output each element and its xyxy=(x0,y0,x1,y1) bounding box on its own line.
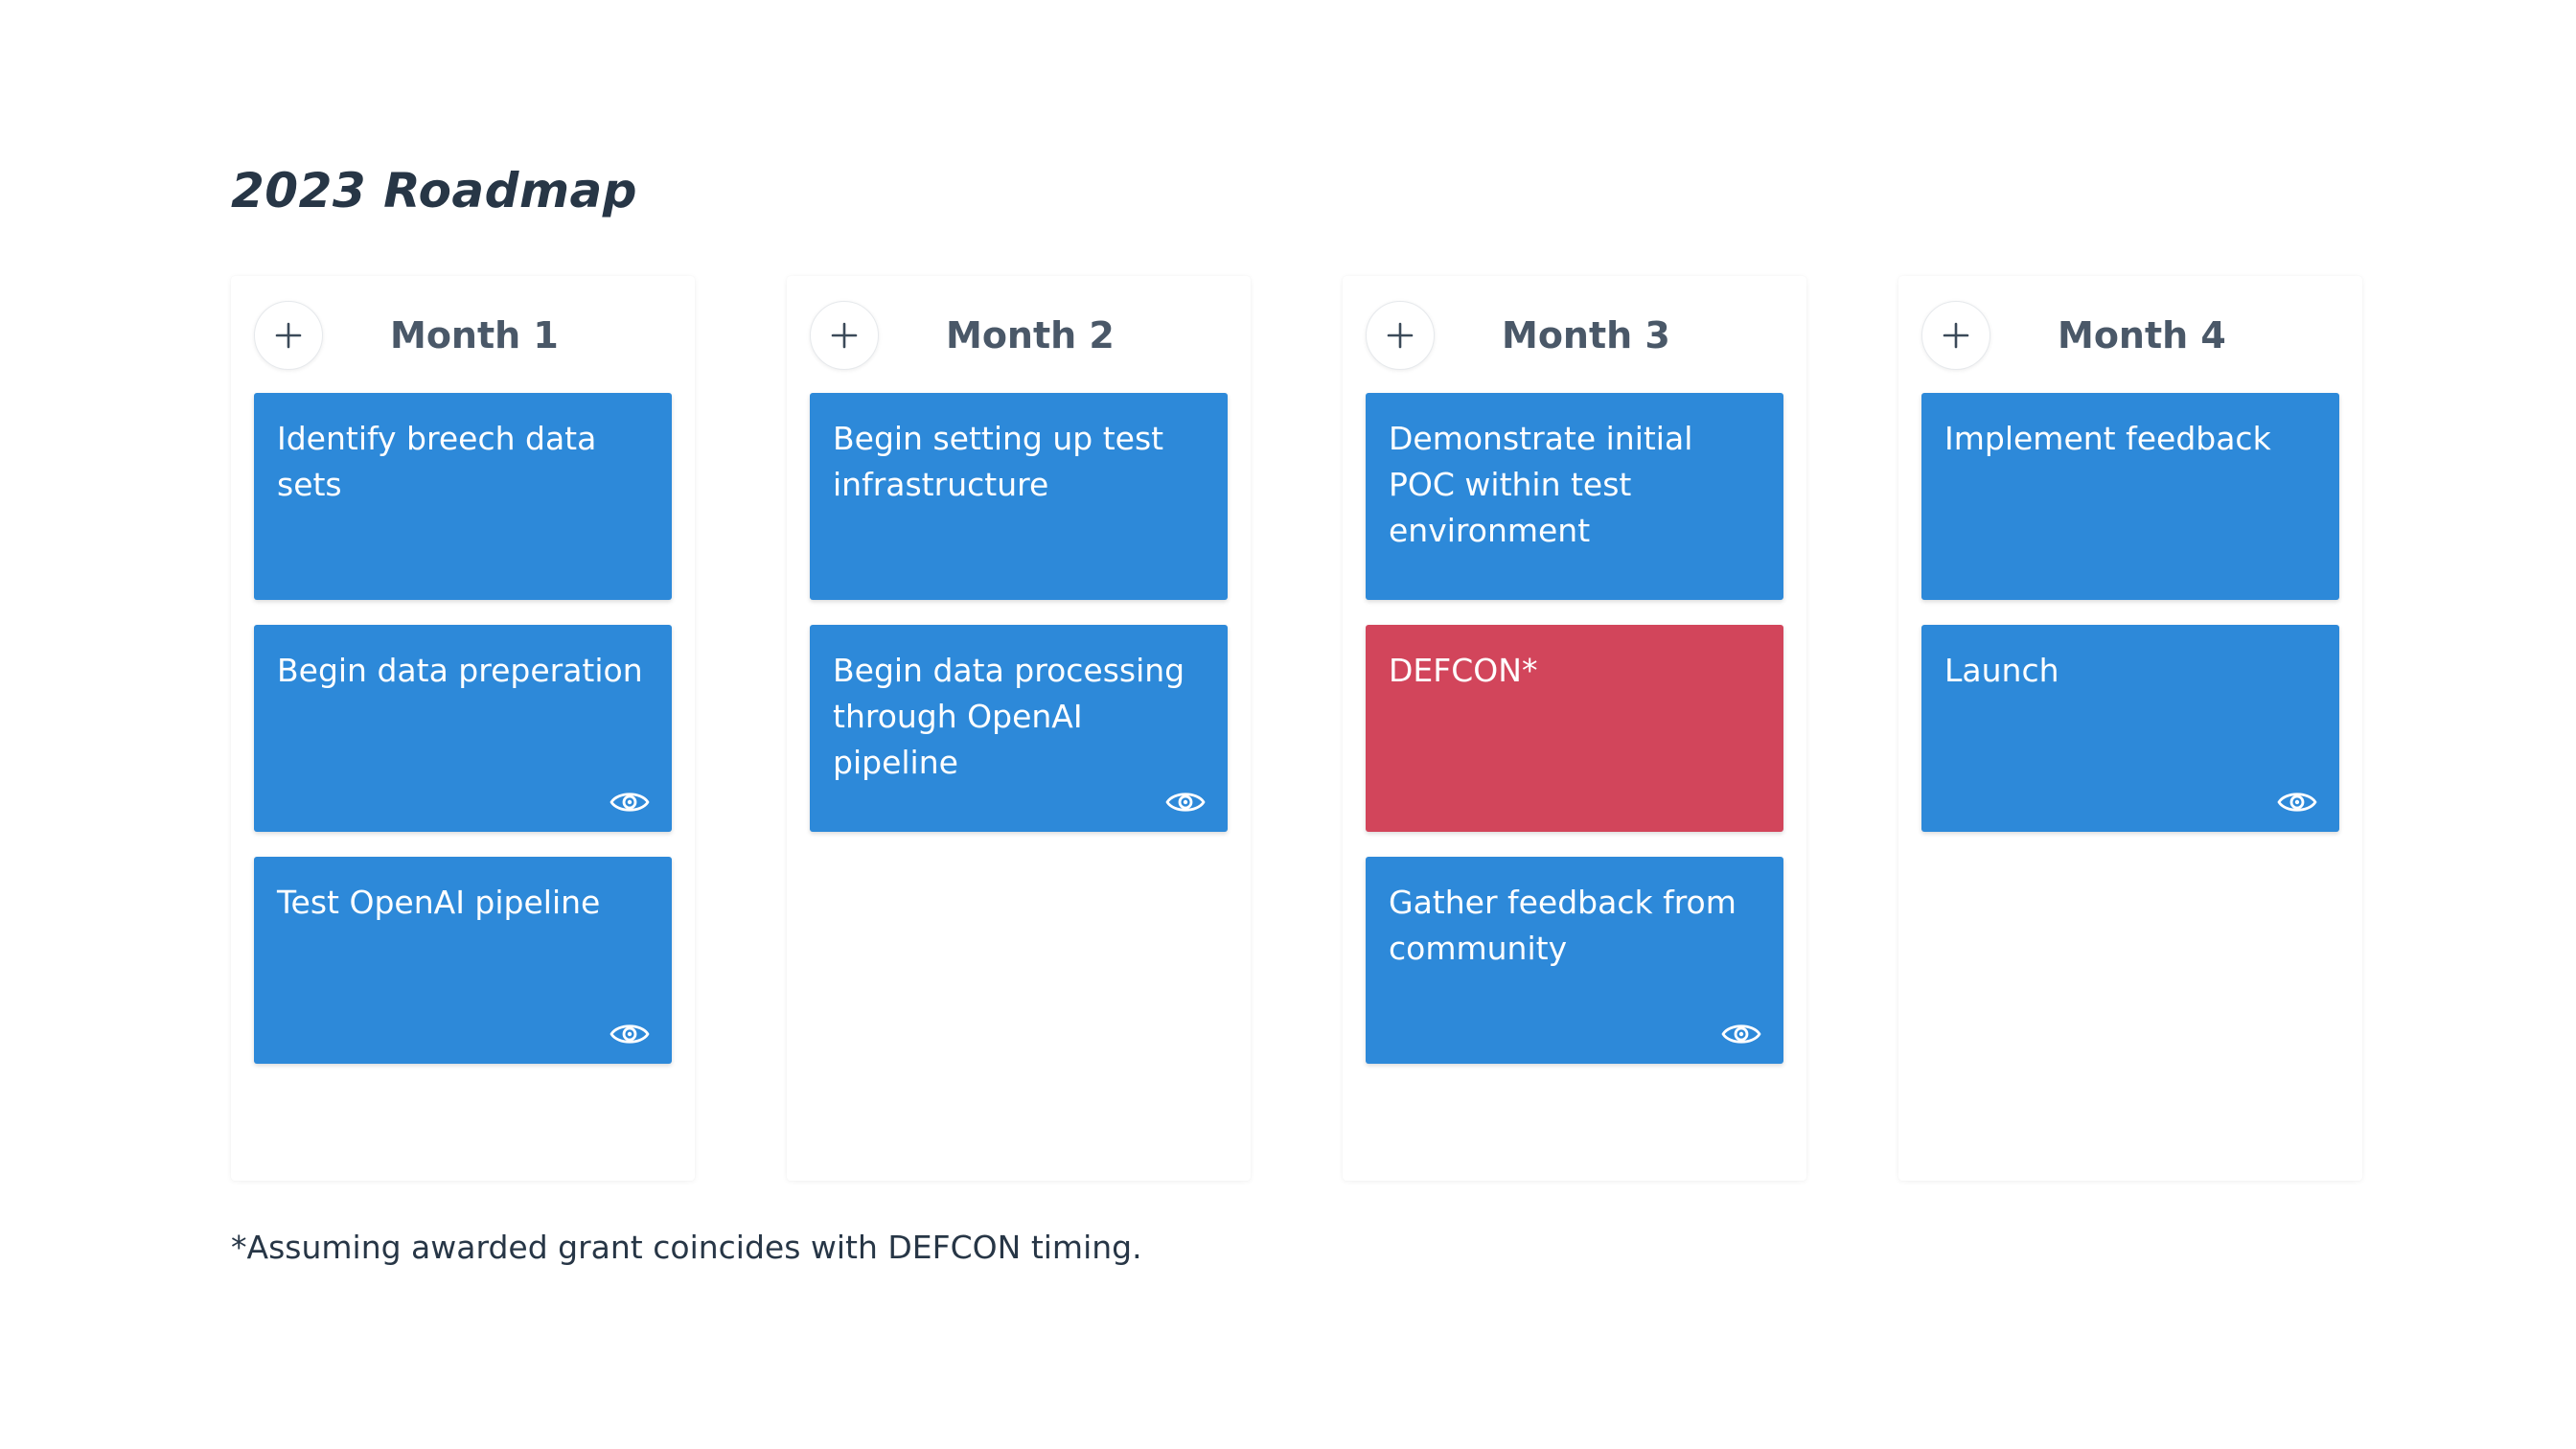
eye-icon[interactable] xyxy=(1720,1020,1762,1048)
column-header: Month 2 xyxy=(810,301,1228,370)
card-list: Implement feedback Launch xyxy=(1921,393,2339,832)
roadmap-card[interactable]: Identify breech data sets xyxy=(254,393,672,600)
add-card-button[interactable] xyxy=(254,301,323,370)
card-text: Demonstrate initial POC within test envi… xyxy=(1389,420,1693,549)
column-title: Month 1 xyxy=(390,314,559,356)
plus-icon xyxy=(1387,322,1414,349)
roadmap-card[interactable]: Demonstrate initial POC within test envi… xyxy=(1366,393,1783,600)
plus-icon xyxy=(275,322,302,349)
roadmap-card[interactable]: DEFCON* xyxy=(1366,625,1783,832)
add-card-button[interactable] xyxy=(810,301,879,370)
card-text: Implement feedback xyxy=(1944,420,2271,457)
card-text: Begin data preperation xyxy=(277,652,643,689)
add-card-button[interactable] xyxy=(1366,301,1435,370)
column-month-3: Month 3 Demonstrate initial POC within t… xyxy=(1343,276,1806,1181)
roadmap-card[interactable]: Begin setting up test infrastructure xyxy=(810,393,1228,600)
column-month-4: Month 4 Implement feedback Launch xyxy=(1898,276,2362,1181)
eye-icon[interactable] xyxy=(1164,788,1207,816)
plus-icon xyxy=(831,322,858,349)
column-header: Month 3 xyxy=(1366,301,1783,370)
card-text: Launch xyxy=(1944,652,2059,689)
eye-icon[interactable] xyxy=(609,788,651,816)
card-text: DEFCON* xyxy=(1389,652,1538,689)
column-header: Month 4 xyxy=(1921,301,2339,370)
column-month-1: Month 1 Identify breech data sets Begin … xyxy=(231,276,695,1181)
roadmap-card[interactable]: Test OpenAI pipeline xyxy=(254,857,672,1064)
card-list: Begin setting up test infrastructure Beg… xyxy=(810,393,1228,832)
eye-icon[interactable] xyxy=(609,1020,651,1048)
plus-icon xyxy=(1943,322,1969,349)
roadmap-board: Month 1 Identify breech data sets Begin … xyxy=(231,276,2362,1181)
roadmap-card[interactable]: Begin data processing through OpenAI pip… xyxy=(810,625,1228,832)
page-title: 2023 Roadmap xyxy=(231,163,638,218)
roadmap-card[interactable]: Implement feedback xyxy=(1921,393,2339,600)
column-title: Month 3 xyxy=(1502,314,1670,356)
roadmap-card[interactable]: Launch xyxy=(1921,625,2339,832)
column-title: Month 4 xyxy=(2058,314,2226,356)
roadmap-card[interactable]: Gather feedback from community xyxy=(1366,857,1783,1064)
card-text: Begin setting up test infrastructure xyxy=(833,420,1164,503)
column-header: Month 1 xyxy=(254,301,672,370)
column-month-2: Month 2 Begin setting up test infrastruc… xyxy=(787,276,1251,1181)
roadmap-card[interactable]: Begin data preperation xyxy=(254,625,672,832)
card-text: Gather feedback from community xyxy=(1389,884,1736,967)
eye-icon[interactable] xyxy=(2276,788,2318,816)
card-list: Identify breech data sets Begin data pre… xyxy=(254,393,672,1064)
card-text: Test OpenAI pipeline xyxy=(277,884,601,921)
footnote: *Assuming awarded grant coincides with D… xyxy=(231,1229,1142,1266)
card-list: Demonstrate initial POC within test envi… xyxy=(1366,393,1783,1064)
card-text: Begin data processing through OpenAI pip… xyxy=(833,652,1185,781)
add-card-button[interactable] xyxy=(1921,301,1990,370)
column-title: Month 2 xyxy=(946,314,1115,356)
card-text: Identify breech data sets xyxy=(277,420,597,503)
